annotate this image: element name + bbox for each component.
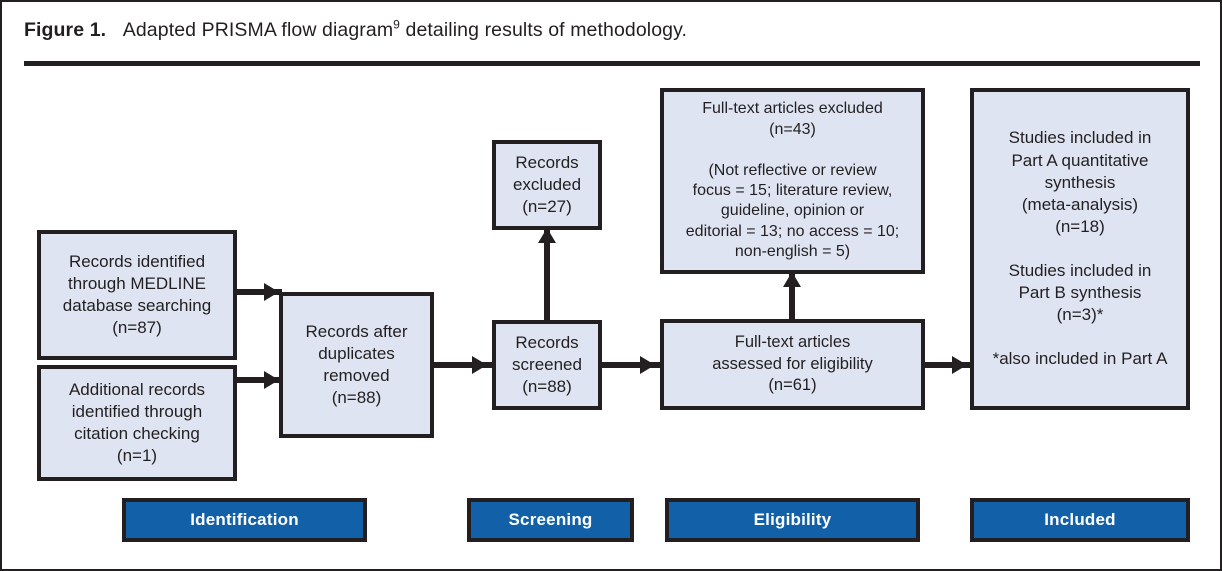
box-included-studies-text: Studies included in Part A quantitative … [992, 128, 1168, 369]
stage-bar-included: Included [970, 498, 1190, 542]
arrow-screened-to-excluded-head [538, 228, 556, 243]
figure-label: Figure 1. [24, 19, 107, 41]
box-fulltext-excluded-text: Full-text articles excluded (n=43) (Not … [685, 100, 900, 261]
figure-caption-tail: detailing results of methodology. [400, 19, 688, 41]
box-additional-records-text: Additional records identified through ci… [68, 379, 206, 466]
box-records-after-duplicates: Records after duplicates removed (n=88) [279, 292, 434, 438]
arrow-assessed-to-included-head [952, 356, 967, 374]
arrow-additional-to-duplicates-head [264, 371, 279, 389]
arrow-identified-to-duplicates-head [264, 283, 279, 301]
arrow-duplicates-to-screened-head [472, 356, 487, 374]
stage-bar-identification: Identification [122, 498, 367, 542]
arrow-identified-to-duplicates-line [237, 289, 282, 295]
box-records-excluded: Records excluded (n=27) [492, 140, 602, 230]
figure-caption-text: Adapted PRISMA flow diagram9 detailing r… [112, 17, 688, 41]
box-records-screened-text: Records screened (n=88) [512, 332, 582, 397]
figure-caption: Figure 1. Adapted PRISMA flow diagram9 d… [24, 17, 1194, 42]
box-included-studies: Studies included in Part A quantitative … [970, 88, 1190, 410]
stage-bar-eligibility: Eligibility [665, 498, 920, 542]
arrow-screened-to-excluded-line [544, 230, 550, 322]
box-fulltext-excluded: Full-text articles excluded (n=43) (Not … [660, 88, 925, 274]
figure-caption-superscript: 9 [393, 17, 400, 32]
stage-bar-identification-label: Identification [190, 510, 299, 529]
arrow-screened-to-assessed-line [602, 362, 660, 368]
box-records-screened: Records screened (n=88) [492, 320, 602, 410]
box-fulltext-assessed-text: Full-text articles assessed for eligibil… [712, 333, 873, 395]
arrow-assessed-to-fulltext-excluded-line [789, 274, 795, 322]
stage-bar-screening-label: Screening [508, 510, 593, 529]
arrow-screened-to-assessed-head [640, 356, 655, 374]
box-records-after-duplicates-text: Records after duplicates removed (n=88) [305, 321, 408, 408]
arrow-assessed-to-included-line [925, 362, 970, 368]
box-records-excluded-text: Records excluded (n=27) [512, 152, 582, 217]
box-additional-records: Additional records identified through ci… [37, 365, 237, 481]
arrow-additional-to-duplicates-line [237, 377, 282, 383]
arrow-duplicates-to-screened-line [434, 362, 492, 368]
box-records-identified-text: Records identified through MEDLINE datab… [62, 251, 212, 338]
arrow-assessed-to-fulltext-excluded-head [783, 272, 801, 287]
caption-divider [24, 61, 1200, 66]
stage-bar-screening: Screening [467, 498, 634, 542]
box-records-identified: Records identified through MEDLINE datab… [37, 230, 237, 360]
figure-caption-main: Adapted PRISMA flow diagram [122, 19, 394, 41]
stage-bar-eligibility-label: Eligibility [753, 510, 832, 529]
box-fulltext-assessed: Full-text articles assessed for eligibil… [660, 319, 925, 410]
stage-bar-included-label: Included [1044, 510, 1116, 529]
